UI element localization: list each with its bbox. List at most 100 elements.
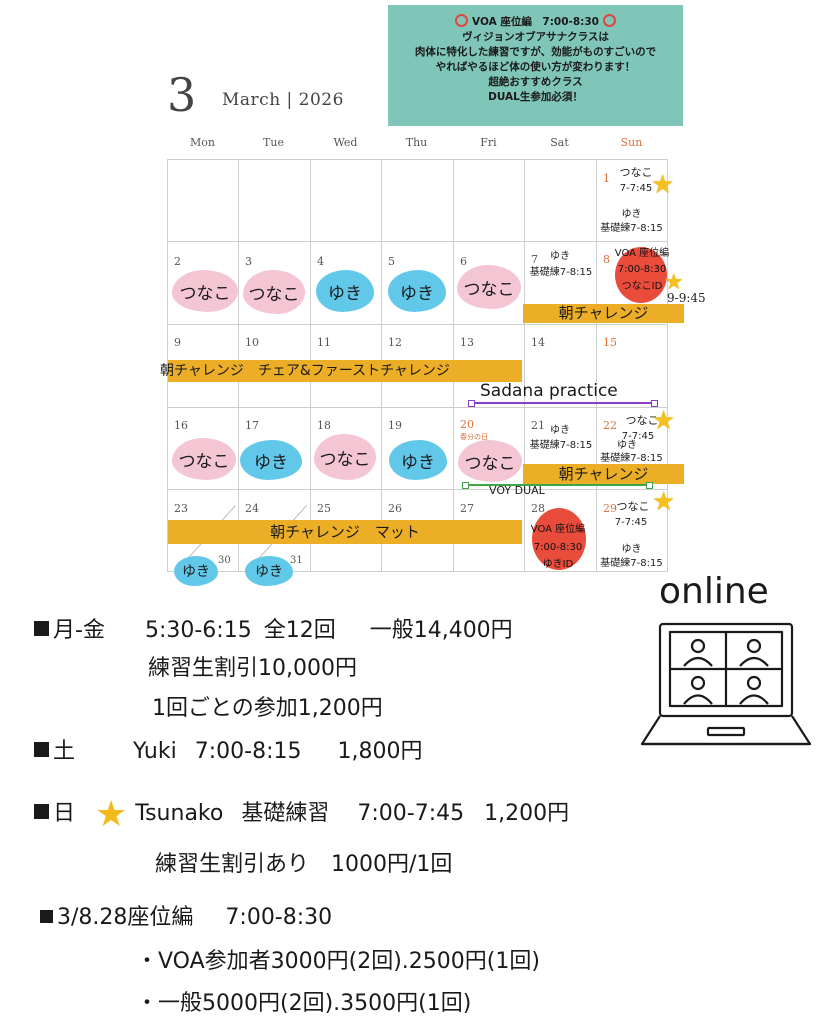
day-30: 30 bbox=[218, 555, 231, 566]
day-20: 20 bbox=[460, 418, 474, 431]
month-number: 3 bbox=[167, 68, 197, 122]
voa-circle bbox=[615, 247, 667, 303]
weekday-wed: Wed bbox=[333, 136, 358, 149]
dual-label: VOY DUAL bbox=[489, 484, 545, 497]
event-tsunako: つなこ bbox=[172, 438, 236, 480]
weekday-mon: Mon bbox=[190, 136, 215, 149]
banner-line: 超絶おすすめクラス bbox=[488, 76, 583, 88]
day-28: 28 bbox=[531, 502, 545, 515]
day-10: 10 bbox=[245, 336, 259, 349]
sadana-label: Sadana practice bbox=[480, 381, 618, 401]
event-yuki: ゆき bbox=[240, 440, 302, 480]
day-13: 13 bbox=[460, 336, 474, 349]
day-26: 26 bbox=[388, 502, 402, 515]
morning-challenge-band: 朝チャレンジ チェア&ファーストチャレンジ bbox=[160, 360, 522, 382]
day-14: 14 bbox=[531, 336, 545, 349]
event-yuki: ゆき bbox=[316, 270, 374, 312]
day-27: 27 bbox=[460, 502, 474, 515]
weekday-single-price: 1回ごとの参加1,200円 bbox=[152, 696, 383, 721]
day-29: 29 bbox=[603, 502, 617, 515]
event-yuki: ゆき bbox=[550, 425, 570, 436]
event-time: 基礎練7-8:15 bbox=[529, 267, 593, 278]
event-yuki: ゆき bbox=[617, 440, 637, 451]
event-time: 基礎練7-8:15 bbox=[600, 223, 663, 234]
banner-line: DUAL生参加必須！ bbox=[488, 91, 583, 103]
day-22: 22 bbox=[603, 419, 617, 432]
event-yuki-id: ゆきID bbox=[542, 559, 574, 570]
event-extra-time: 9-9:45 bbox=[667, 291, 706, 305]
day-21: 21 bbox=[531, 419, 545, 432]
square-bullet-icon bbox=[40, 910, 53, 923]
star-icon: ★ bbox=[95, 794, 128, 835]
event-tsunako-id: つなこID bbox=[621, 281, 663, 292]
day-5: 5 bbox=[388, 255, 395, 268]
banner-line: ヴィジョンオブアサナクラスは bbox=[462, 31, 609, 43]
event-tsunako: つなこ bbox=[243, 270, 305, 314]
day-15: 15 bbox=[603, 336, 617, 349]
day-16: 16 bbox=[174, 419, 188, 432]
day-19: 19 bbox=[388, 419, 402, 432]
day-2: 2 bbox=[174, 255, 181, 268]
banner-line: 肉体に特化した練習ですが、効能がものすごいので bbox=[414, 46, 657, 58]
day-24: 24 bbox=[245, 502, 259, 515]
day-18: 18 bbox=[317, 419, 331, 432]
day-3: 3 bbox=[245, 255, 252, 268]
voa-circle bbox=[532, 508, 586, 570]
star-icon: ★ bbox=[651, 170, 675, 200]
event-time: 基礎練7-8:15 bbox=[600, 558, 663, 569]
band-label: 朝チャレンジ チェア&ファーストチャレンジ bbox=[160, 363, 450, 379]
weekday-thu: Thu bbox=[405, 136, 428, 149]
day-8: 8 bbox=[603, 253, 610, 266]
event-voa: VOA 座位編 bbox=[614, 248, 670, 259]
square-bullet-icon bbox=[34, 742, 49, 757]
laptop-video-call-icon bbox=[640, 622, 812, 746]
day-1: 1 bbox=[603, 172, 610, 185]
circle-icon bbox=[455, 14, 469, 27]
star-icon: ★ bbox=[664, 270, 684, 295]
day-4: 4 bbox=[317, 255, 324, 268]
event-tsunako: つなこ bbox=[625, 414, 659, 427]
day-6: 6 bbox=[460, 255, 467, 268]
holiday-label: 春分の日 bbox=[460, 433, 488, 441]
star-icon: ★ bbox=[652, 487, 676, 517]
special-general-price: ・一般5000円(2回).3500円(1回) bbox=[136, 991, 472, 1016]
circle-icon bbox=[602, 14, 616, 27]
morning-challenge-band: 朝チャレンジ bbox=[523, 464, 684, 484]
day-31: 31 bbox=[290, 555, 303, 566]
event-tsunako: つなこ bbox=[458, 440, 522, 482]
banner-title: VOA 座位編 7:00-8:30 bbox=[472, 16, 599, 28]
event-tsunako: つなこ bbox=[616, 500, 650, 513]
event-time: 7-7:45 bbox=[614, 517, 648, 528]
dual-bar bbox=[464, 484, 650, 486]
banner-line: やればやるほど体の使い方が変わります！ bbox=[435, 61, 636, 73]
event-yuki: ゆき bbox=[621, 209, 642, 220]
day-11: 11 bbox=[317, 336, 331, 349]
event-yuki: ゆき bbox=[621, 544, 642, 555]
event-time: 7:00-8:30 bbox=[617, 264, 667, 275]
weekday-student-price: 練習生割引10,000円 bbox=[148, 656, 357, 681]
month-label: March | 2026 bbox=[222, 90, 344, 110]
square-bullet-icon bbox=[34, 621, 49, 636]
event-time: 7-7:45 bbox=[619, 183, 653, 194]
event-time: 基礎練7-8:15 bbox=[600, 453, 663, 464]
event-yuki: ゆき bbox=[550, 251, 570, 262]
event-tsunako: つなこ bbox=[457, 265, 521, 309]
sadana-bar bbox=[469, 402, 655, 404]
weekday-tue: Tue bbox=[263, 136, 284, 149]
day-17: 17 bbox=[245, 419, 259, 432]
event-yuki: ゆき bbox=[388, 270, 446, 312]
event-time: 7-7:45 bbox=[621, 431, 655, 442]
special-voa-price: ・VOA参加者3000円(2回).2500円(1回) bbox=[136, 949, 540, 974]
weekday-sun: Sun bbox=[620, 136, 643, 149]
online-label: online bbox=[659, 571, 769, 612]
day-9: 9 bbox=[174, 336, 181, 349]
star-icon: ★ bbox=[652, 406, 676, 436]
morning-challenge-band: 朝チャレンジ bbox=[523, 304, 684, 323]
event-voa: VOA 座位編 bbox=[530, 524, 586, 535]
day-25: 25 bbox=[317, 502, 331, 515]
sunday-student-price: 練習生割引あり 1000円/1回 bbox=[155, 852, 453, 877]
weekday-fri: Fri bbox=[480, 136, 497, 149]
